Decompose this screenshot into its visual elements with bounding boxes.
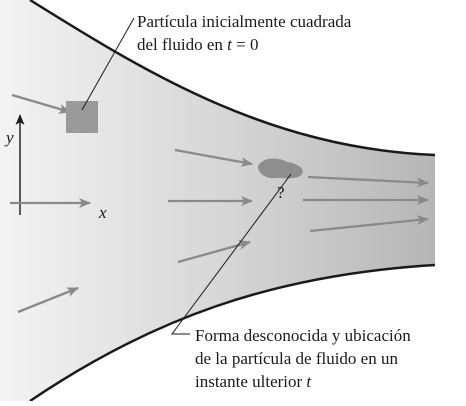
lower-wall — [29, 263, 436, 403]
initial-square-particle — [66, 101, 98, 133]
flow-arrow — [309, 215, 429, 233]
leader-line-final — [171, 173, 292, 335]
deformed-particle — [258, 158, 303, 179]
initial-particle-label-line1: Partícula inicialmente cuadrada — [137, 12, 352, 31]
final-particle-label-line3: instante ulterior t — [195, 372, 312, 391]
axis-y-label: y — [4, 128, 14, 147]
final-particle-label-line1: Forma desconocida y ubicación — [195, 326, 411, 345]
final-particle-label-line2: de la partícula de fluido en un — [195, 349, 398, 368]
upper-wall — [29, 0, 436, 157]
flow-arrow — [17, 286, 79, 314]
leader-line-initial — [81, 17, 135, 111]
axis-x-label: x — [98, 203, 107, 222]
flow-arrow — [11, 93, 71, 114]
flow-arrow — [174, 148, 253, 167]
flow-arrows — [11, 93, 429, 314]
flow-arrow — [307, 175, 429, 188]
initial-particle-label-line2: del fluido en t = 0 — [137, 35, 259, 54]
unknown-question-mark: ? — [277, 183, 285, 202]
